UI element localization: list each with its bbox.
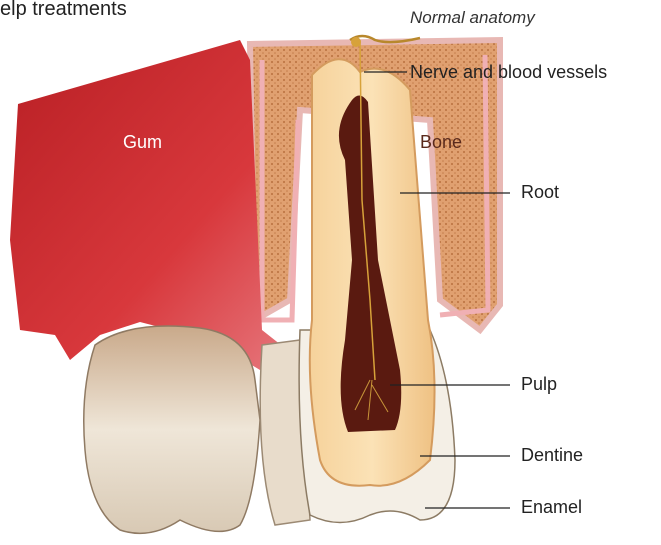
label-gum: Gum: [123, 132, 162, 153]
label-dentine: Dentine: [521, 445, 583, 466]
diagram-subtitle: Normal anatomy: [410, 8, 535, 28]
label-root: Root: [521, 182, 559, 203]
neighbour-tooth: [84, 326, 260, 533]
label-nerve: Nerve and blood vessels: [410, 62, 607, 83]
label-pulp: Pulp: [521, 374, 557, 395]
label-bone: Bone: [420, 132, 462, 153]
label-enamel: Enamel: [521, 497, 582, 518]
page-heading: elp treatments: [0, 0, 127, 21]
